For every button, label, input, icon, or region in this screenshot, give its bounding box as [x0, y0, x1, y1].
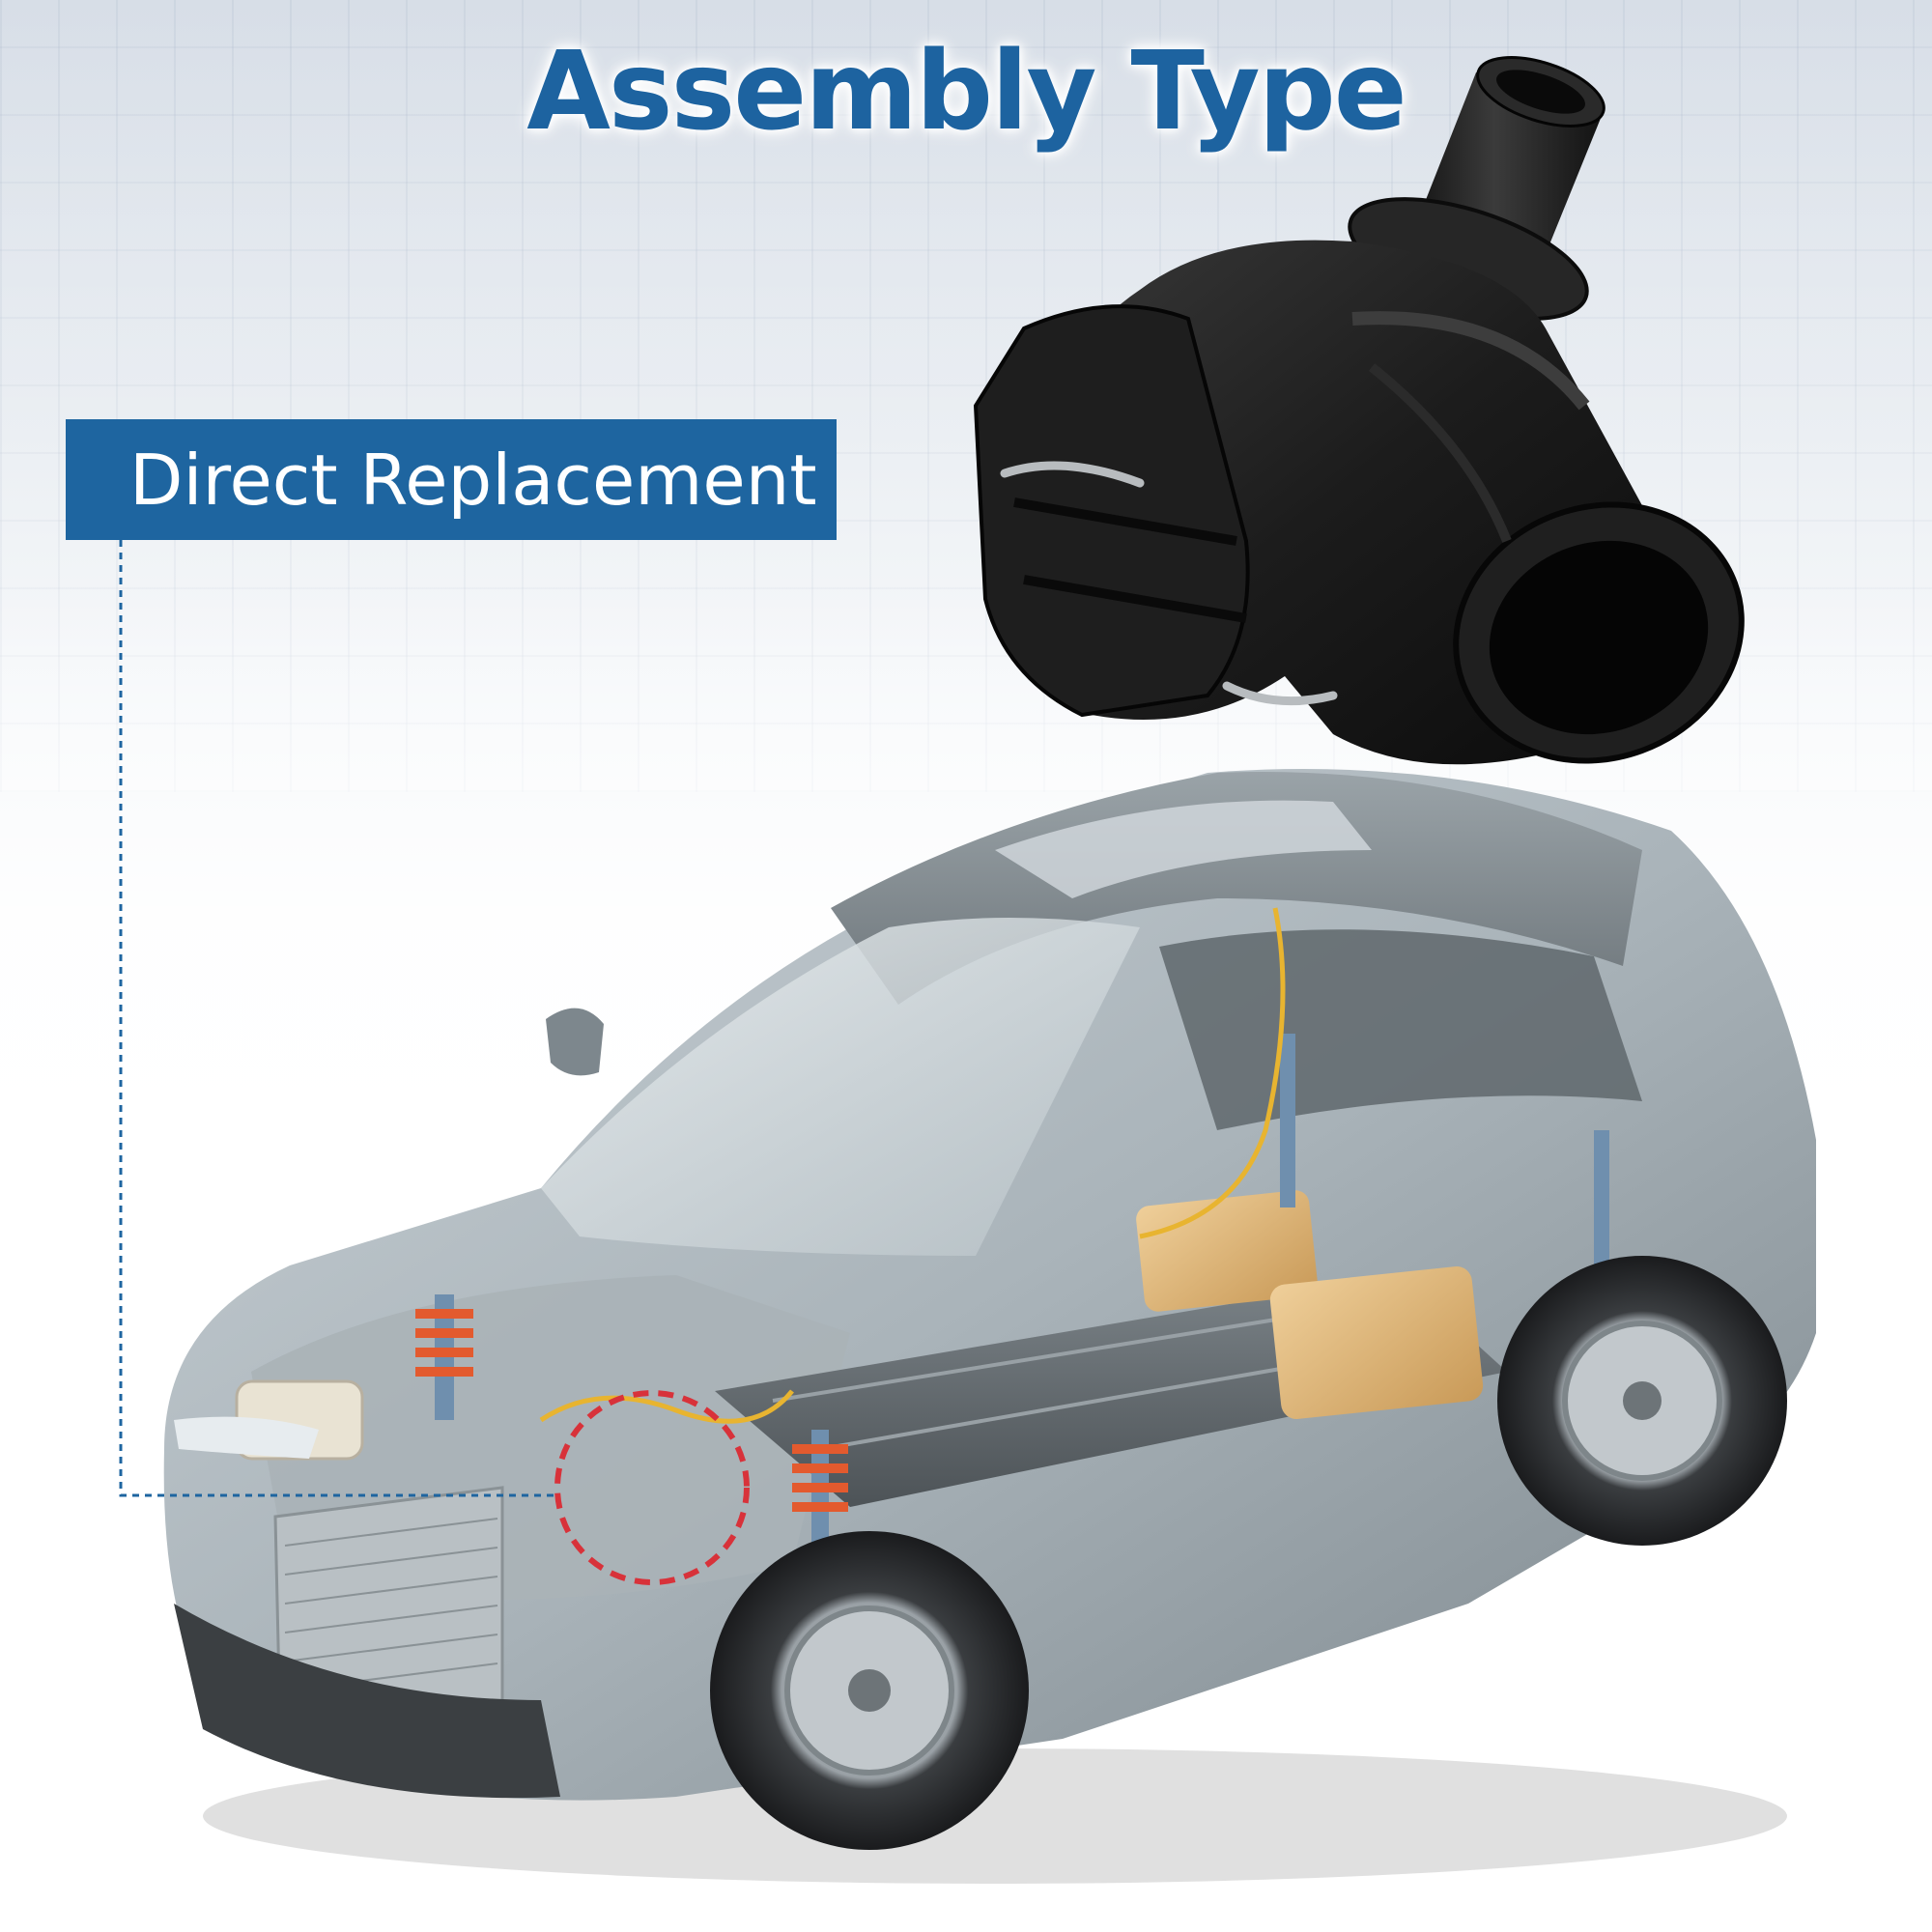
- car-cutaway-icon: [163, 769, 1816, 1884]
- callout-connector-line: [119, 540, 560, 1497]
- direct-replacement-badge: Direct Replacement: [66, 419, 837, 540]
- page-title: Assembly Type: [526, 29, 1406, 155]
- badge-label: Direct Replacement: [129, 439, 817, 521]
- location-circle-icon: [554, 1390, 750, 1585]
- coolant-hose-connector-icon: [973, 56, 1745, 765]
